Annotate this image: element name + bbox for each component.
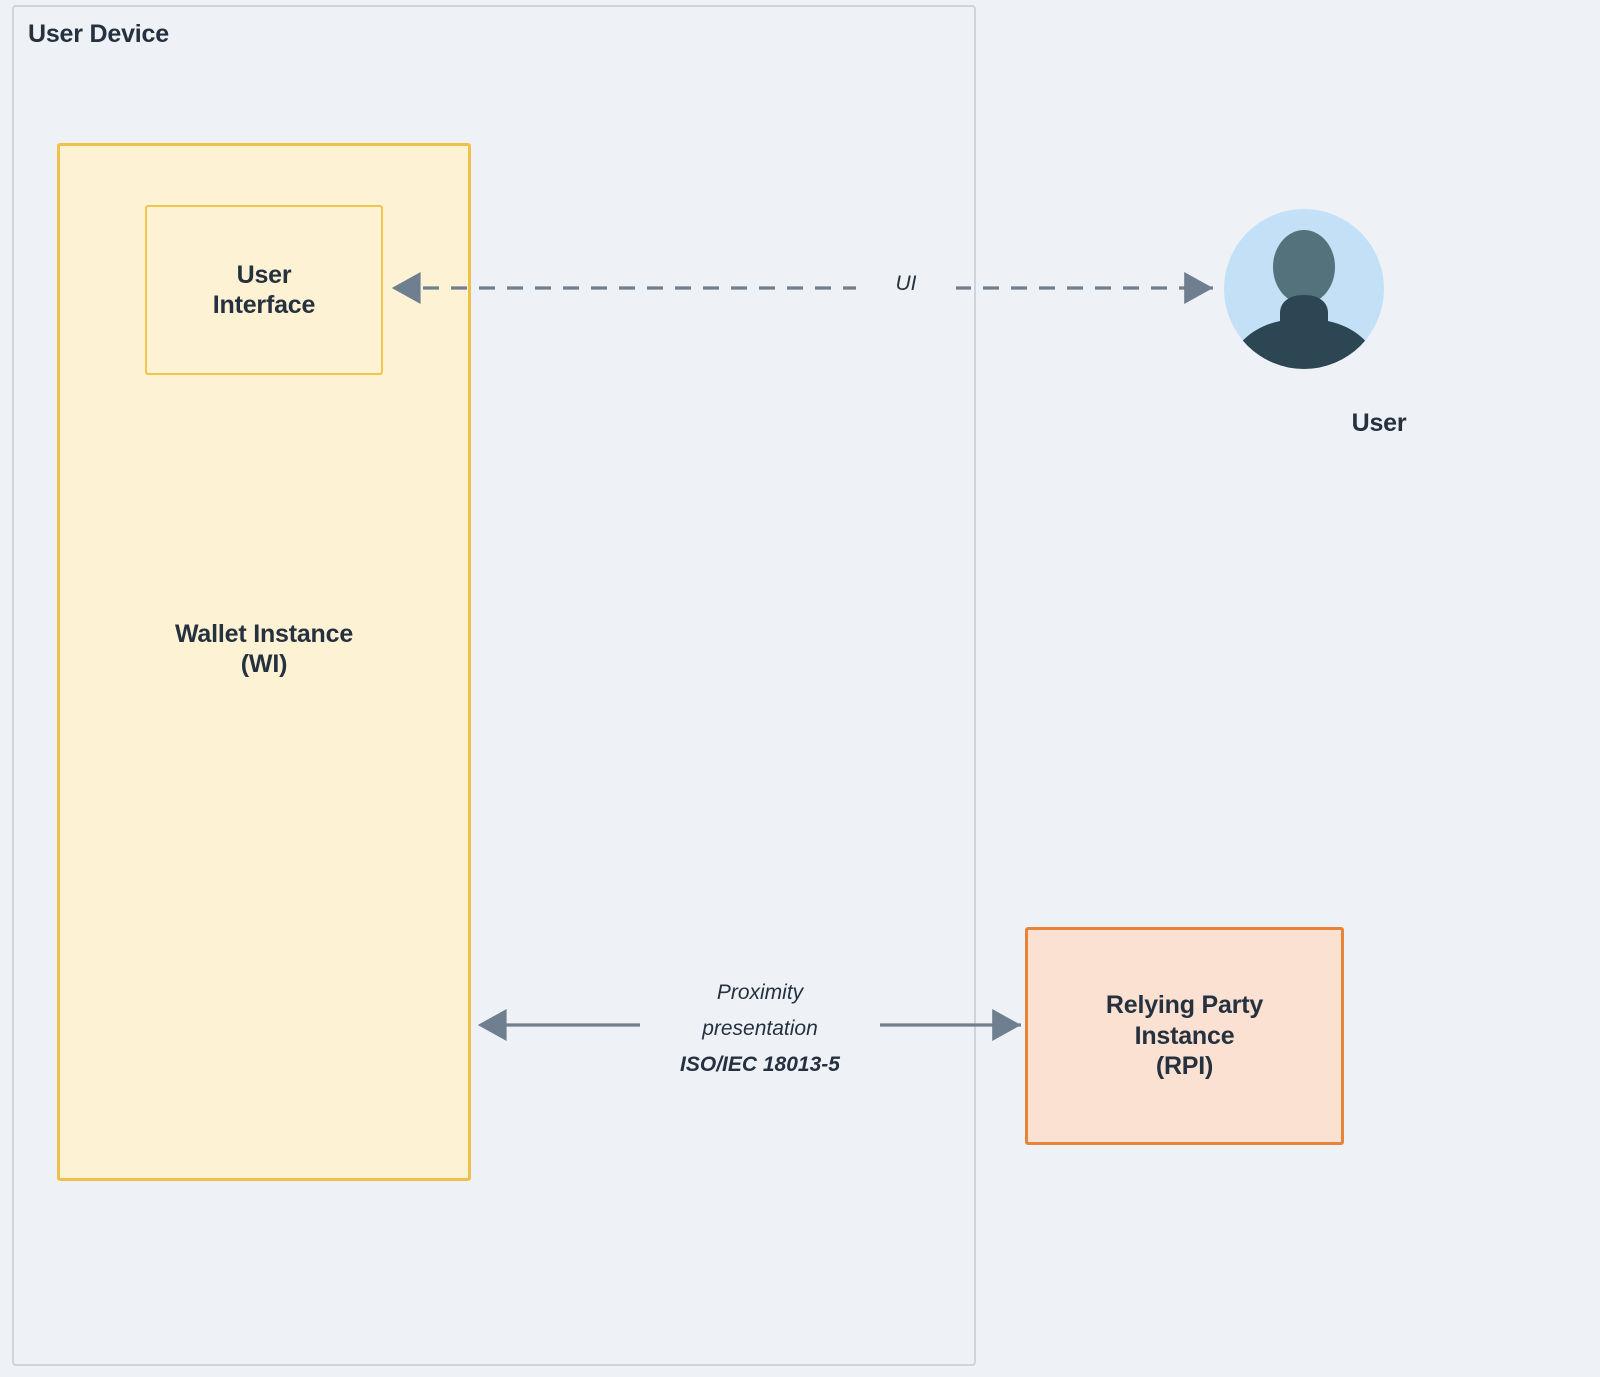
wallet-instance-label-line2: (WI) bbox=[240, 649, 288, 678]
edge-ui-label: UI bbox=[856, 272, 956, 296]
user-device-title: User Device bbox=[28, 20, 169, 48]
edge-proximity-label-line2: presentation bbox=[640, 1011, 880, 1048]
relying-party-instance-label-line2: Instance bbox=[1134, 1021, 1235, 1050]
relying-party-instance-node[interactable]: Relying Party Instance (RPI) bbox=[1025, 927, 1344, 1145]
user-interface-label: User Interface bbox=[212, 260, 316, 320]
edge-proximity-label: Proximity presentation ISO/IEC 18013-5 bbox=[640, 975, 880, 1084]
user-interface-node[interactable]: User Interface bbox=[145, 205, 383, 375]
edge-proximity-label-line3: ISO/IEC 18013-5 bbox=[640, 1047, 880, 1084]
wallet-instance-label: Wallet Instance (WI) bbox=[57, 620, 471, 679]
user-interface-label-line2: Interface bbox=[212, 291, 316, 319]
relying-party-instance-label-line1: Relying Party bbox=[1105, 991, 1264, 1020]
user-device-container bbox=[12, 5, 976, 1366]
user-interface-label-line1: User bbox=[236, 261, 292, 289]
edge-proximity-label-line1: Proximity bbox=[640, 975, 880, 1012]
relying-party-instance-label: Relying Party Instance (RPI) bbox=[1106, 990, 1263, 1082]
user-avatar-icon bbox=[1224, 209, 1384, 369]
user-node-label: User bbox=[1351, 409, 1407, 437]
relying-party-instance-label-line3: (RPI) bbox=[1155, 1052, 1214, 1081]
wallet-instance-label-line1: Wallet Instance bbox=[174, 620, 354, 648]
